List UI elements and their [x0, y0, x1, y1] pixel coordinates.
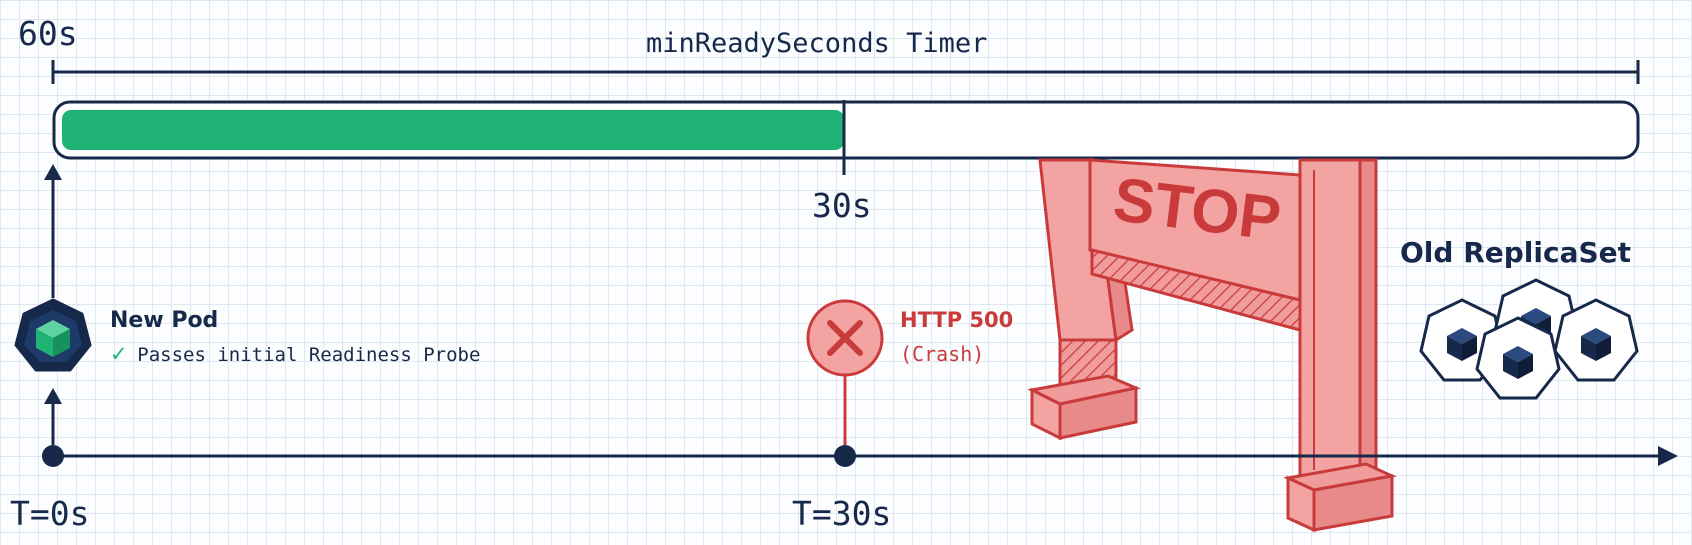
timer-mark-label: 30s — [812, 186, 872, 225]
new-pod-status: ✓ Passes initial Readiness Probe — [110, 342, 480, 366]
start-arrows — [44, 164, 62, 445]
cube-icon — [1581, 328, 1611, 361]
stop-barrier: STOP — [1027, 157, 1397, 533]
timer-end-label: 60s — [18, 14, 78, 53]
old-pod-4 — [1475, 316, 1561, 400]
new-pod-icon — [14, 298, 92, 372]
new-pod-title: New Pod — [110, 308, 219, 333]
timeline-start-label: T=0s — [10, 494, 90, 533]
x-icon — [827, 320, 863, 356]
cube-icon — [1447, 328, 1477, 361]
crash-title: HTTP 500 — [900, 308, 1014, 332]
crash-subtitle: (Crash) — [900, 342, 985, 366]
new-pod-status-text: Passes initial Readiness Probe — [137, 344, 481, 366]
timer-title: minReadySeconds Timer — [646, 28, 988, 59]
timeline-axis — [42, 445, 1678, 467]
old-replicaset-label: Old ReplicaSet — [1400, 236, 1632, 269]
cube-icon — [1503, 346, 1533, 379]
timeline-event-label: T=30s — [792, 494, 892, 533]
timer-bracket — [51, 60, 1640, 84]
crash-marker — [806, 299, 884, 445]
timer-fill — [62, 110, 844, 150]
check-icon: ✓ — [110, 342, 128, 366]
cube-icon — [36, 320, 70, 357]
old-pod-3 — [1553, 298, 1639, 382]
old-replicaset-pods — [1419, 278, 1639, 400]
